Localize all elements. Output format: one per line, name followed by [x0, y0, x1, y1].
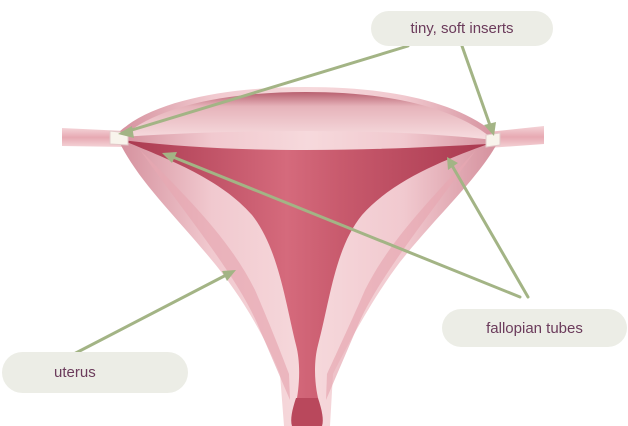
label-tiny-soft-inserts: tiny, soft inserts: [371, 11, 553, 46]
cervical-canal: [291, 398, 323, 426]
right-insert: [486, 133, 500, 147]
label-uterus: uterus: [2, 352, 188, 393]
leader-line-right-tube: [450, 162, 528, 297]
leader-line-uterus: [70, 272, 232, 356]
label-fallopian-tubes: fallopian tubes: [442, 309, 627, 347]
